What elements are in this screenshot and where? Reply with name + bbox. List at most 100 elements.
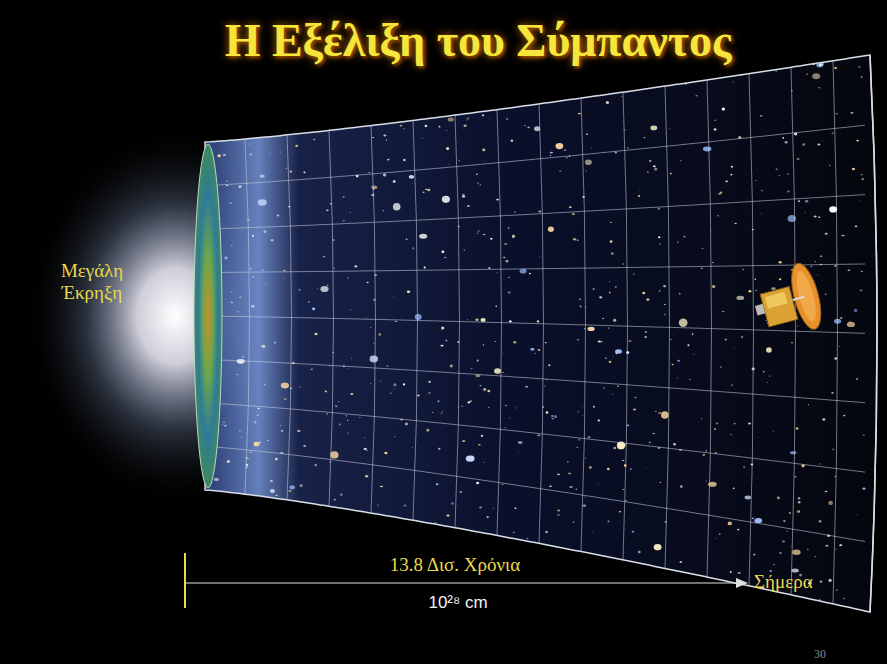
- galaxy: [810, 266, 813, 267]
- galaxy: [483, 234, 486, 236]
- galaxy: [852, 168, 855, 171]
- galaxy: [615, 286, 617, 287]
- galaxy: [787, 191, 790, 193]
- galaxy: [822, 418, 825, 421]
- galaxy: [317, 288, 318, 290]
- galaxy: [387, 159, 390, 161]
- galaxy: [373, 342, 374, 344]
- galaxy: [426, 429, 429, 432]
- galaxy: [658, 236, 660, 238]
- galaxy: [351, 357, 352, 359]
- galaxy: [582, 415, 584, 417]
- galaxy: [466, 119, 468, 121]
- galaxy: [669, 128, 670, 130]
- galaxy: [440, 345, 443, 347]
- galaxy: [808, 404, 809, 405]
- galaxy: [239, 431, 240, 432]
- galaxy: [295, 145, 298, 147]
- galaxy: [718, 215, 720, 216]
- galaxy: [828, 579, 831, 582]
- galaxy: [820, 256, 823, 257]
- galaxy: [627, 147, 629, 148]
- galaxy: [466, 455, 475, 461]
- galaxy: [613, 447, 616, 450]
- galaxy: [630, 468, 632, 470]
- galaxy: [834, 357, 837, 359]
- galaxy: [506, 260, 509, 263]
- galaxy: [818, 216, 820, 218]
- galaxy: [622, 460, 624, 461]
- galaxy: [645, 336, 647, 338]
- galaxy: [347, 420, 348, 421]
- galaxy: [854, 309, 857, 312]
- galaxy: [483, 344, 484, 345]
- galaxy: [569, 206, 572, 208]
- galaxy: [860, 200, 861, 202]
- galaxy: [237, 311, 239, 312]
- galaxy: [350, 393, 353, 395]
- galaxy: [479, 507, 482, 509]
- galaxy: [467, 118, 469, 120]
- galaxy: [646, 298, 649, 301]
- galaxy: [217, 154, 220, 157]
- galaxy: [600, 341, 602, 342]
- galaxy: [312, 307, 315, 310]
- galaxy: [591, 147, 592, 149]
- galaxy: [451, 502, 454, 505]
- galaxy: [805, 200, 808, 203]
- galaxy: [545, 531, 547, 533]
- galaxy: [692, 333, 694, 334]
- galaxy: [829, 206, 837, 212]
- galaxy: [261, 269, 264, 271]
- galaxy: [672, 364, 674, 366]
- galaxy: [378, 333, 381, 336]
- galaxy: [512, 237, 514, 239]
- galaxy: [231, 245, 232, 246]
- galaxy: [370, 326, 371, 328]
- galaxy: [719, 533, 721, 535]
- galaxy: [787, 173, 789, 174]
- galaxy: [427, 189, 430, 192]
- galaxy: [706, 480, 708, 482]
- time-axis: [185, 582, 738, 583]
- galaxy: [323, 256, 325, 258]
- galaxy: [297, 430, 300, 432]
- galaxy: [508, 291, 511, 293]
- galaxy: [683, 236, 685, 238]
- galaxy: [798, 501, 801, 503]
- galaxy: [437, 400, 439, 402]
- galaxy: [767, 381, 768, 383]
- galaxy: [622, 489, 624, 490]
- galaxy: [731, 166, 733, 168]
- galaxy: [310, 368, 313, 369]
- galaxy: [702, 248, 704, 250]
- galaxy: [370, 383, 372, 385]
- grid-line: [205, 316, 865, 333]
- galaxy: [603, 387, 605, 389]
- galaxy: [598, 419, 600, 421]
- galaxy: [782, 137, 784, 139]
- galaxy: [782, 540, 785, 542]
- galaxy: [505, 405, 508, 406]
- galaxy: [615, 349, 622, 354]
- slide-title: Η Εξέλιξη του Σύμπαντος: [225, 14, 732, 67]
- galaxy: [857, 514, 858, 516]
- galaxy: [785, 141, 788, 144]
- galaxy: [725, 181, 728, 183]
- galaxy: [435, 522, 436, 524]
- galaxy: [799, 510, 800, 512]
- galaxy: [448, 118, 454, 122]
- galaxy: [227, 460, 230, 463]
- galaxy: [343, 196, 345, 197]
- galaxy: [606, 101, 609, 104]
- galaxy: [779, 278, 782, 280]
- galaxy: [219, 468, 220, 470]
- galaxy: [633, 409, 636, 411]
- galaxy: [834, 265, 836, 267]
- galaxy: [670, 173, 672, 175]
- galaxy: [479, 184, 481, 185]
- galaxy: [394, 436, 395, 437]
- galaxy: [548, 226, 554, 232]
- galaxy: [573, 522, 575, 523]
- galaxy: [825, 491, 828, 492]
